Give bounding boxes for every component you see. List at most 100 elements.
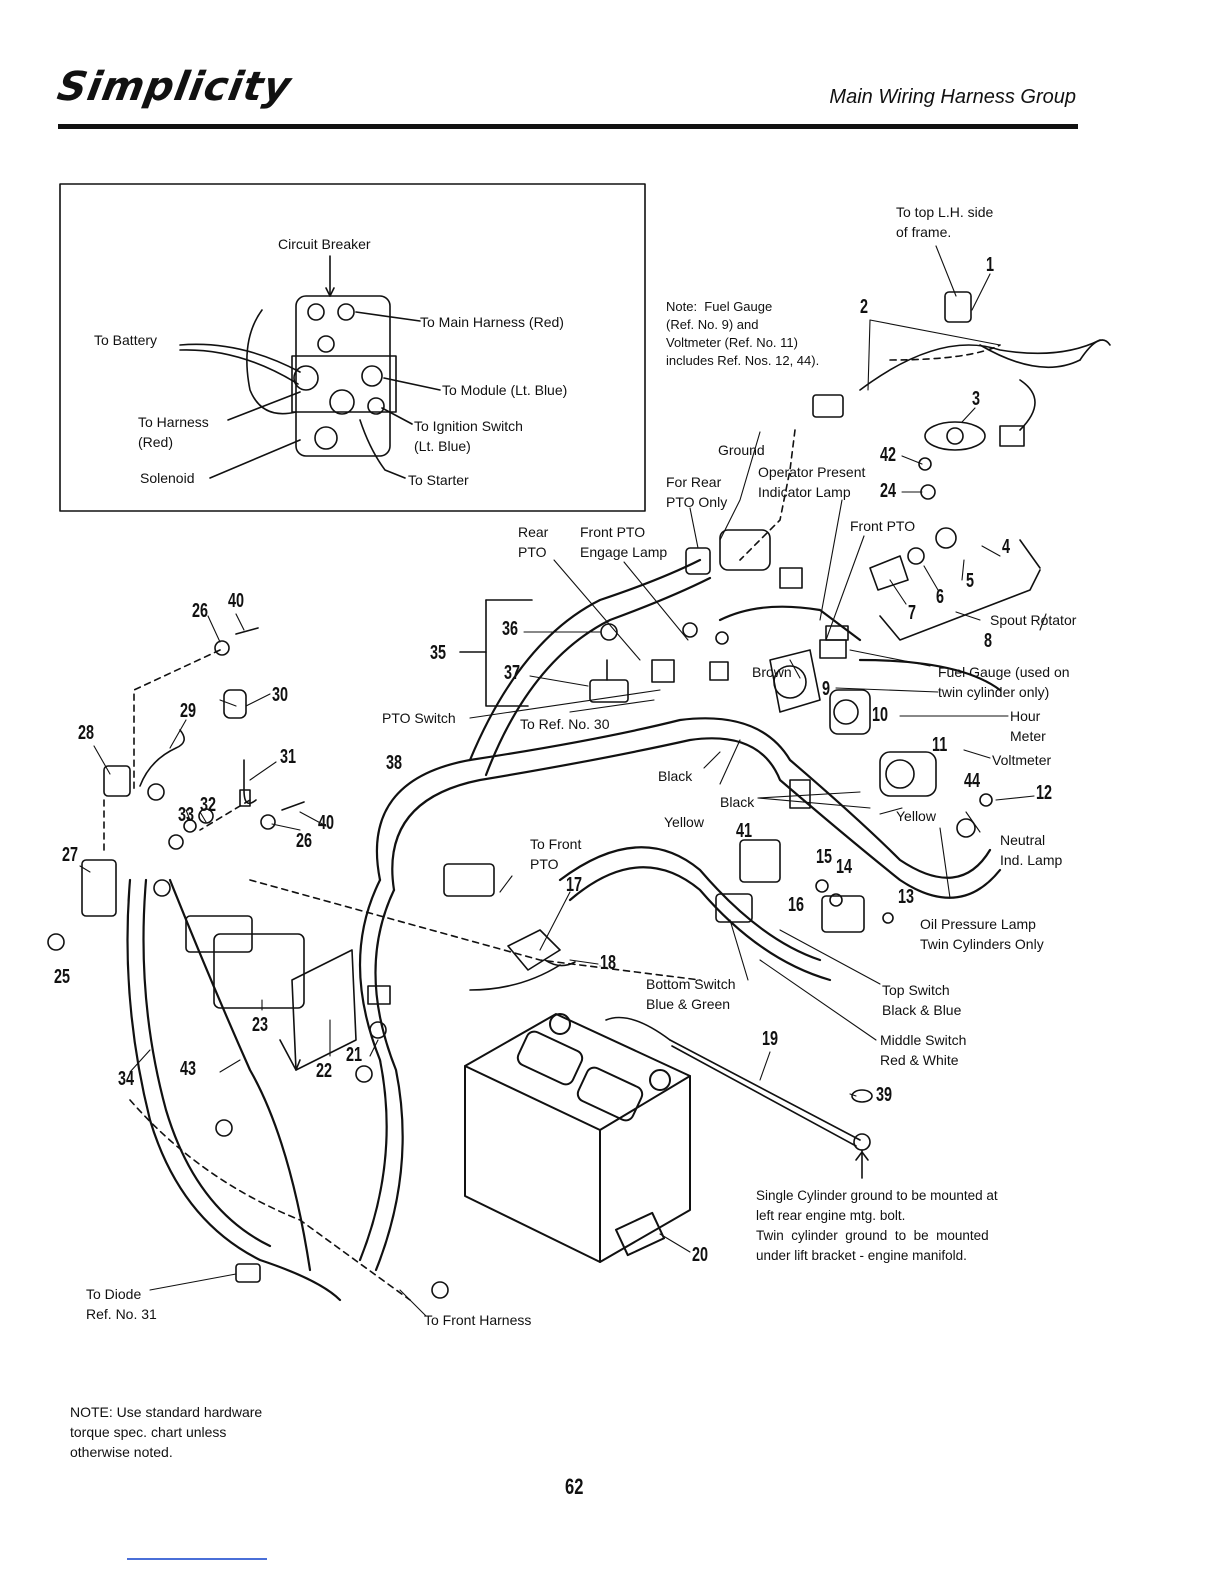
label-neutral-lamp: Neutral Ind. Lamp xyxy=(1000,832,1063,868)
part-number: 24 xyxy=(880,480,897,502)
part-number: 5 xyxy=(966,570,975,592)
label-note-fuel-gauge: Note: Fuel Gauge (Ref. No. 9) and Voltme… xyxy=(666,299,820,368)
label-middle-switch: Middle Switch Red & White xyxy=(880,1032,967,1068)
part-number: 26 xyxy=(192,600,209,622)
label-to-module: To Module (Lt. Blue) xyxy=(442,382,568,398)
part-number: 10 xyxy=(872,704,889,726)
label-black-2: Black xyxy=(720,794,755,810)
part-number: 41 xyxy=(736,820,753,842)
label-ground: Ground xyxy=(718,442,765,458)
part-number: 37 xyxy=(504,662,521,684)
label-top-switch: Top Switch Black & Blue xyxy=(882,982,962,1018)
part-number: 40 xyxy=(228,590,245,612)
label-front-pto: Front PTO xyxy=(850,518,916,534)
part-number: 3 xyxy=(972,388,981,410)
part-number: 8 xyxy=(984,630,993,652)
label-rear-pto: Rear PTO xyxy=(518,524,549,560)
part-number: 42 xyxy=(880,444,897,466)
part-number: 33 xyxy=(178,804,195,826)
part-number: 14 xyxy=(836,856,853,878)
part-number: 11 xyxy=(932,734,948,756)
label-bottom-switch: Bottom Switch Blue & Green xyxy=(646,976,736,1012)
part-number: 36 xyxy=(502,618,519,640)
part-number: 13 xyxy=(898,886,915,908)
label-ground-note: Single Cylinder ground to be mounted at … xyxy=(756,1188,998,1263)
part-number: 39 xyxy=(876,1084,893,1106)
part-number: 16 xyxy=(788,894,805,916)
part-1-clip xyxy=(944,291,972,323)
part-number: 26 xyxy=(296,830,313,852)
part-number: 34 xyxy=(118,1068,135,1090)
footer-link-bar[interactable] xyxy=(127,1558,267,1560)
part-number: 4 xyxy=(1002,536,1011,558)
solenoid-drawing xyxy=(179,255,441,479)
part-number: 22 xyxy=(316,1060,333,1082)
label-yellow-1: Yellow xyxy=(664,814,704,830)
part-30-diode xyxy=(223,689,247,719)
label-brown: Brown xyxy=(752,664,792,680)
header-rule xyxy=(58,124,1078,129)
part-number: 23 xyxy=(252,1014,269,1036)
part-number: 2 xyxy=(860,296,869,318)
part-number: 31 xyxy=(280,746,297,768)
part-number: 18 xyxy=(600,952,617,974)
label-to-ref-30: To Ref. No. 30 xyxy=(520,716,610,732)
part-27-block xyxy=(81,859,117,917)
label-to-diode: To Diode Ref. No. 31 xyxy=(86,1286,157,1322)
part-number: 6 xyxy=(936,586,945,608)
part-number: 43 xyxy=(180,1058,197,1080)
gauge-11-voltmeter xyxy=(879,751,937,797)
label-to-battery: To Battery xyxy=(94,332,158,348)
part-16-switch xyxy=(821,895,865,933)
label-oil-pressure: Oil Pressure Lamp Twin Cylinders Only xyxy=(920,916,1044,952)
part-3-lamp xyxy=(924,421,986,451)
part-number: 28 xyxy=(78,722,95,744)
label-to-front-harness: To Front Harness xyxy=(424,1312,532,1328)
part-number: 44 xyxy=(964,770,981,792)
part-number: 19 xyxy=(762,1028,779,1050)
label-solenoid: Solenoid xyxy=(140,470,195,486)
part-23-module xyxy=(213,933,305,1009)
part-number: 25 xyxy=(54,966,71,988)
gauge-10-hour-meter xyxy=(829,689,871,735)
part-number: 15 xyxy=(816,846,833,868)
label-to-ignition: To Ignition Switch (Lt. Blue) xyxy=(414,418,523,454)
part-22-bracket xyxy=(291,949,357,1071)
label-to-starter: To Starter xyxy=(408,472,469,488)
label-to-top-lh: To top L.H. side of frame. xyxy=(896,204,994,240)
part-28-clip xyxy=(103,765,131,797)
part-number: 20 xyxy=(692,1244,709,1266)
label-to-harness: To Harness (Red) xyxy=(138,414,209,450)
pto-switch-37 xyxy=(589,679,629,703)
battery-20 xyxy=(464,1013,691,1263)
part-number: 7 xyxy=(908,602,917,624)
part-number: 35 xyxy=(430,642,447,664)
label-yellow-2: Yellow xyxy=(896,808,936,824)
label-circuit-breaker: Circuit Breaker xyxy=(278,236,371,252)
part-number: 29 xyxy=(180,700,197,722)
label-fuel-gauge: Fuel Gauge (used on twin cylinder only) xyxy=(938,664,1070,700)
label-to-main-harness: To Main Harness (Red) xyxy=(420,314,564,330)
part-number: 12 xyxy=(1036,782,1053,804)
gauge-9-fuel xyxy=(769,649,821,713)
label-spout-rotator: Spout Rotator xyxy=(990,612,1077,628)
part-number: 32 xyxy=(200,794,217,816)
label-operator-present: Operator Present Indicator Lamp xyxy=(758,464,866,500)
part-number: 17 xyxy=(566,874,583,896)
label-pto-switch: PTO Switch xyxy=(382,710,456,726)
part-number: 27 xyxy=(62,844,79,866)
harness-main xyxy=(375,717,992,882)
part-number: 38 xyxy=(386,752,403,774)
part-number: 30 xyxy=(272,684,289,706)
label-hour-meter: Hour Meter xyxy=(1010,708,1046,744)
page-number: 62 xyxy=(565,1474,584,1499)
inset-frame xyxy=(59,183,646,512)
hardware-note: NOTE: Use standard hardware torque spec.… xyxy=(70,1404,263,1460)
part-41-switch xyxy=(739,839,781,883)
part-number: 40 xyxy=(318,812,335,834)
label-for-rear-pto: For Rear PTO Only xyxy=(666,474,728,510)
label-black-1: Black xyxy=(658,768,693,784)
label-voltmeter: Voltmeter xyxy=(992,752,1052,768)
label-to-front-pto: To Front PTO xyxy=(530,836,582,872)
